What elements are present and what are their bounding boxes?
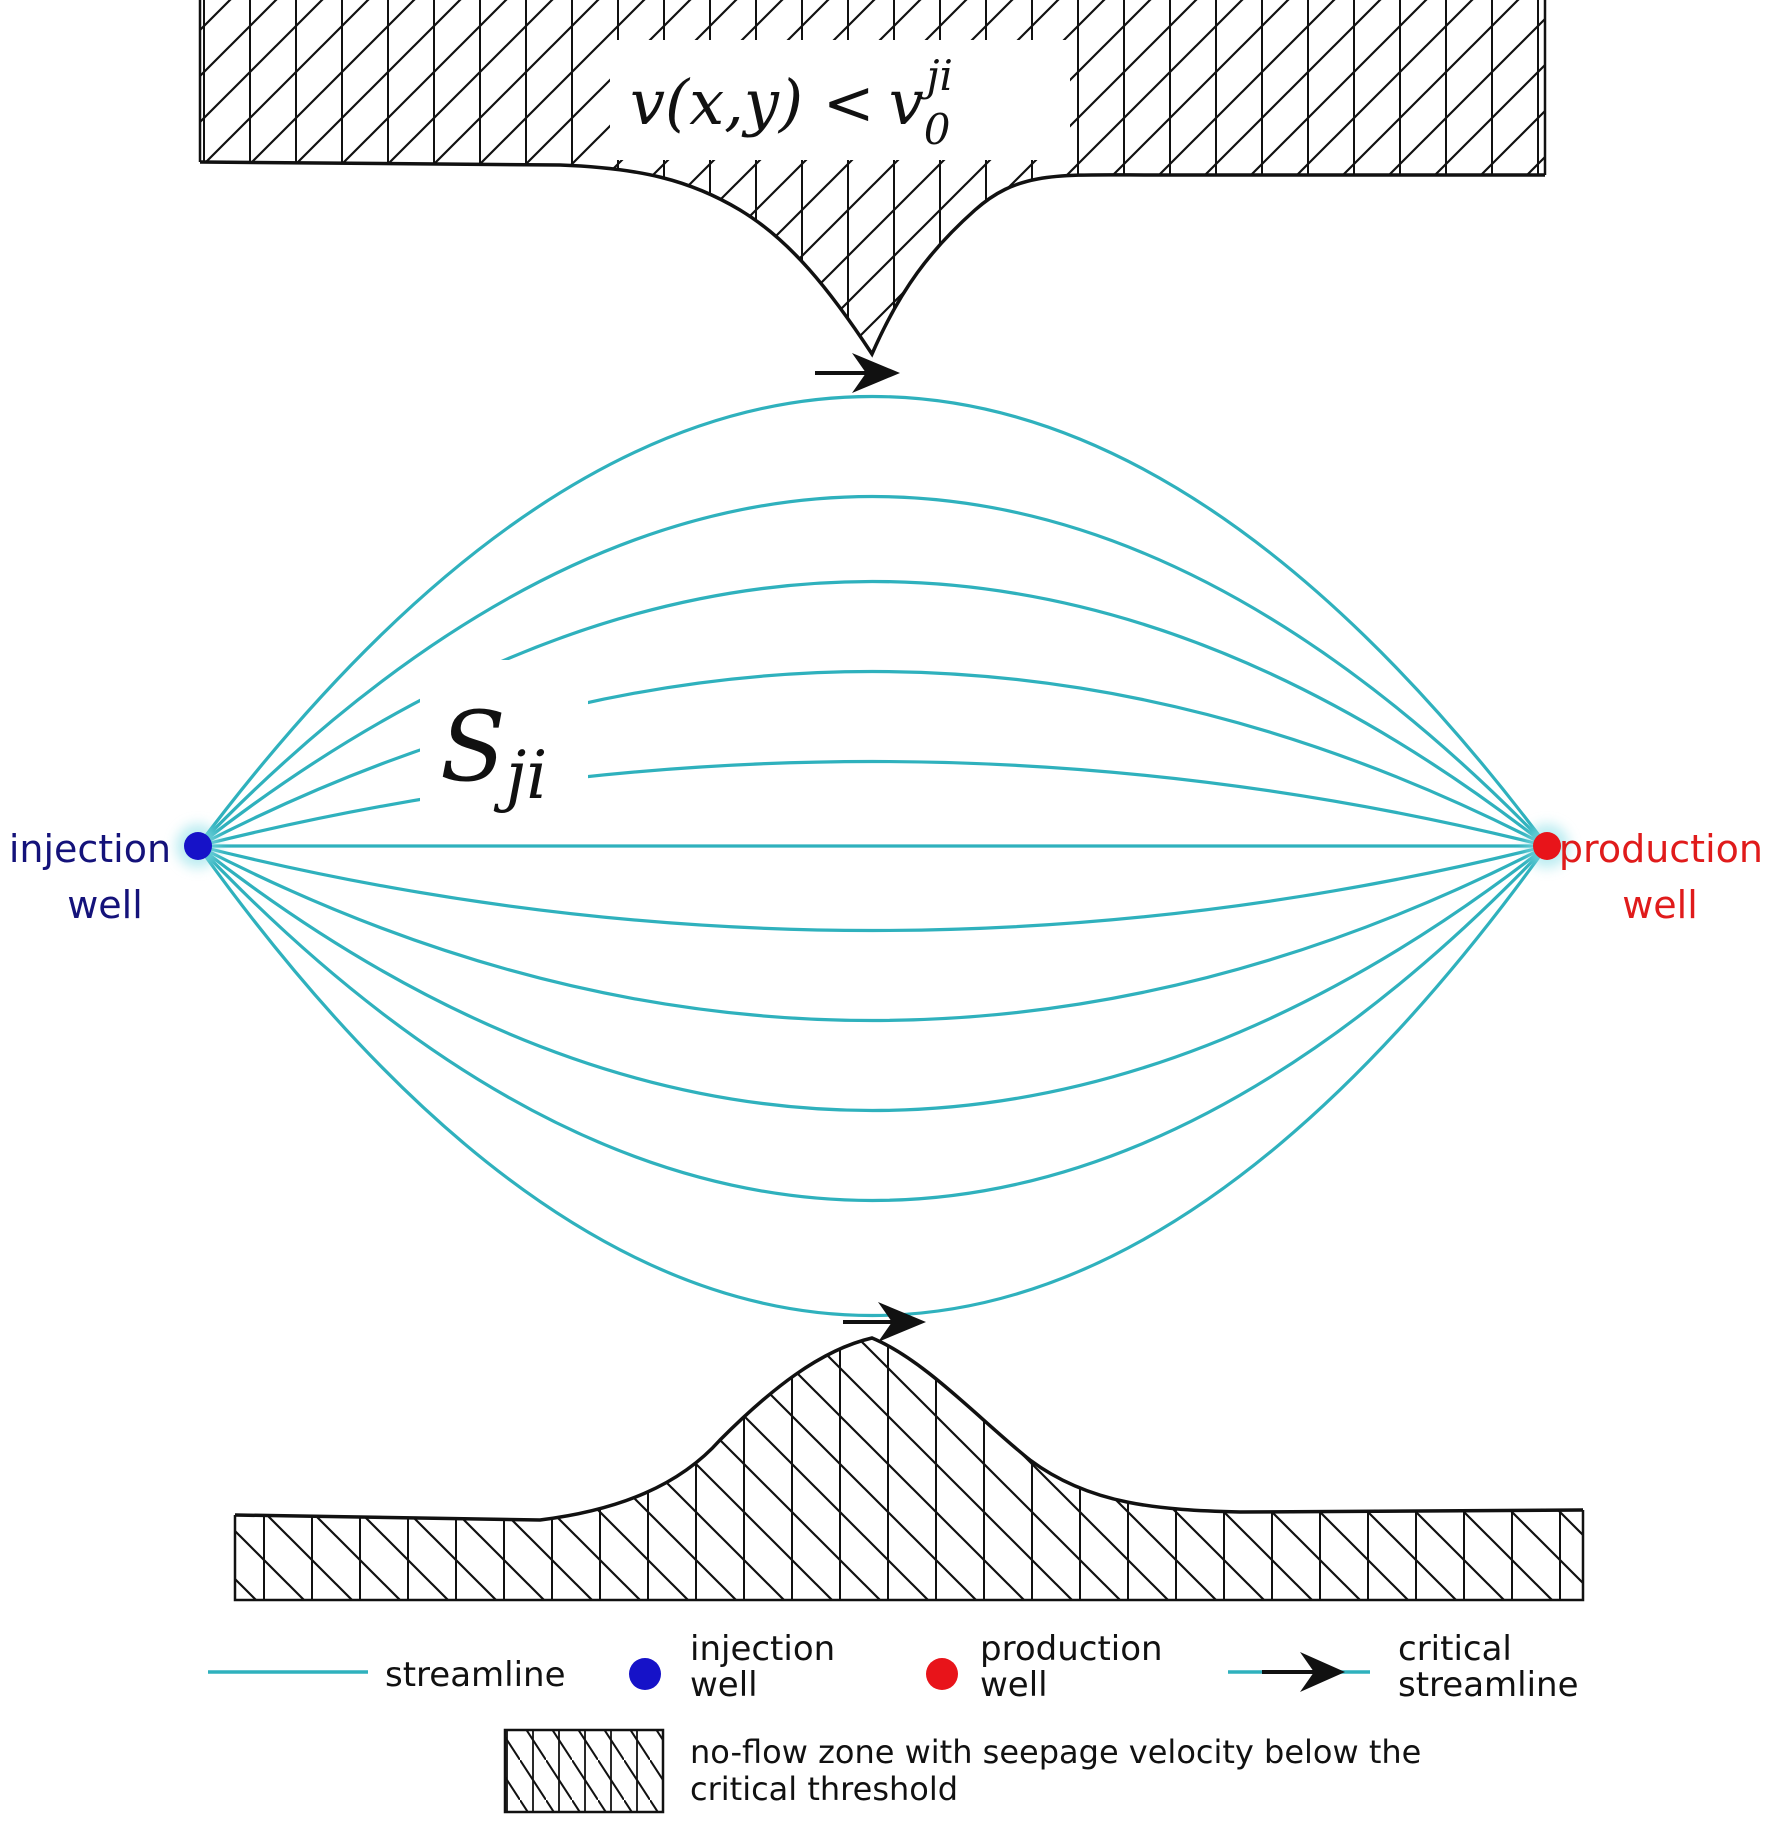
top-no-flow-zone	[198, 0, 1547, 358]
region-label: Sji	[440, 691, 547, 814]
legend-production-label: production well	[980, 1629, 1173, 1705]
legend-critical-label: critical streamline	[1398, 1629, 1579, 1705]
legend-critical-streamline: critical streamline	[1228, 1629, 1579, 1705]
injection-well-marker	[184, 832, 212, 860]
threshold-formula: v(x,y) <v0ji	[630, 51, 953, 154]
streamline	[196, 395, 1549, 847]
streamline	[197, 670, 1548, 848]
streamline	[197, 844, 1548, 933]
streamline	[197, 844, 1548, 1022]
critical-arrow-top	[815, 353, 900, 393]
legend-production-well: production well	[926, 1629, 1173, 1705]
streamline	[197, 759, 1548, 848]
bottom-no-flow-zone	[233, 1336, 1585, 1602]
production-well-marker	[1533, 832, 1561, 860]
region-label-background	[420, 660, 588, 802]
production-well	[1525, 824, 1569, 868]
legend-streamline: streamline	[208, 1655, 566, 1695]
legend-streamline-label: streamline	[385, 1655, 566, 1695]
streamlines	[196, 395, 1549, 1317]
legend: streamline injection well production wel…	[208, 1629, 1579, 1814]
streamline	[197, 844, 1548, 1113]
injection-well	[176, 824, 220, 868]
legend-no-flow-label: no-flow zone with seepage velocity below…	[690, 1733, 1432, 1808]
legend-no-flow-zone: no-flow zone with seepage velocity below…	[503, 1728, 1432, 1814]
streamline	[196, 844, 1549, 1203]
legend-injection-label: injection well	[690, 1629, 846, 1705]
critical-arrow-bottom	[843, 1302, 926, 1342]
injection-well-label: injection well	[9, 827, 183, 927]
streamline	[197, 579, 1548, 848]
production-well-label: production well	[1559, 827, 1775, 927]
streamline	[196, 845, 1549, 1317]
streamline	[196, 494, 1549, 848]
legend-injection-well: injection well	[629, 1629, 846, 1705]
